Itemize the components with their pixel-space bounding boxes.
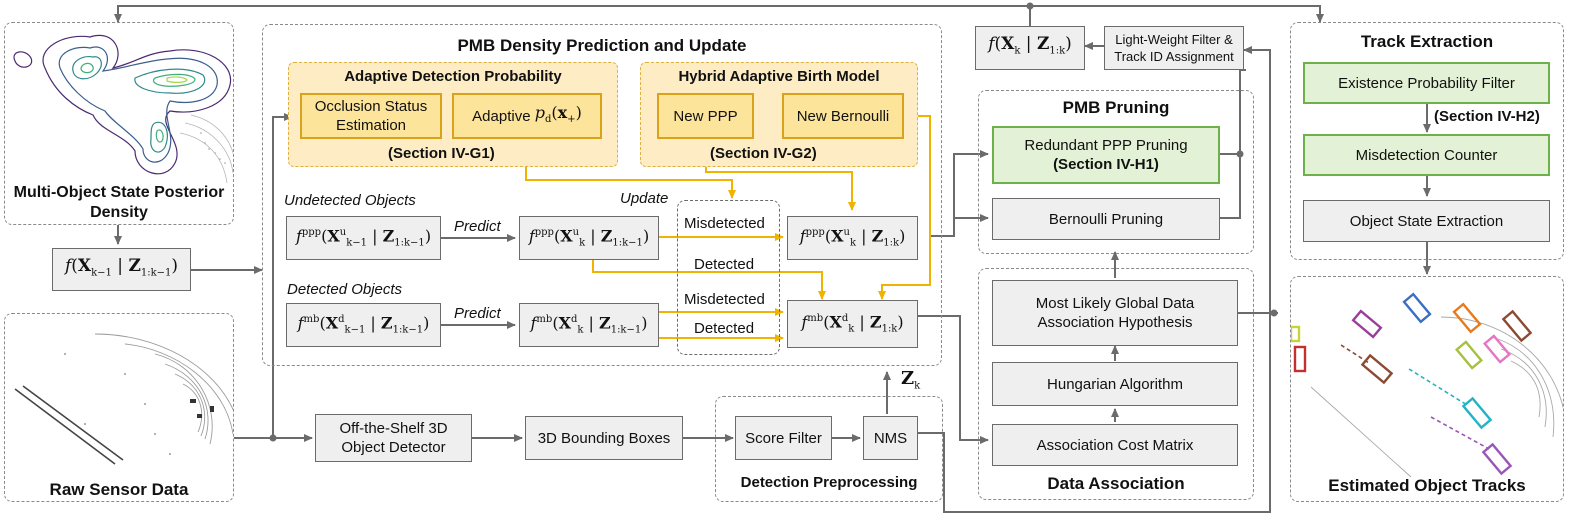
contour-plot-image xyxy=(13,34,233,184)
feedback-connector xyxy=(114,5,1030,23)
new-ppp-text: New PPP xyxy=(673,107,738,125)
redundant-ppp-box: Redundant PPP Pruning (Section IV-H1) xyxy=(992,126,1220,184)
existence-filter-text: Existence Probability Filter xyxy=(1338,74,1515,92)
nms-box: NMS xyxy=(863,416,918,460)
pmb-pruning-title: PMB Pruning xyxy=(1062,98,1170,117)
score-filter-box: Score Filter xyxy=(735,416,832,460)
data-association-title: Data Association xyxy=(1047,474,1185,493)
detected-label-2: Detected xyxy=(694,320,755,337)
misdetection-counter-text: Misdetection Counter xyxy=(1355,146,1498,164)
light-weight-filter-text: Light-Weight Filter & Track ID Assignmen… xyxy=(1114,32,1234,64)
score-filter-text: Score Filter xyxy=(745,429,822,447)
hungarian-text: Hungarian Algorithm xyxy=(1047,375,1183,393)
update-label: Update xyxy=(620,190,669,207)
object-state-extraction-text: Object State Extraction xyxy=(1349,212,1504,230)
state-density-caption: Multi-Object State Posterior Density xyxy=(13,184,225,221)
point-cloud-image xyxy=(14,333,233,465)
mb-prev-box: fmb(Xdk−1 | Z1:k−1) xyxy=(286,303,441,347)
cost-matrix-text: Association Cost Matrix xyxy=(1036,436,1194,454)
adaptive-detection-title: Adaptive Detection Probability xyxy=(344,68,562,85)
ppp-prev-box: fppp(Xuk−1 | Z1:k−1) xyxy=(286,216,441,260)
ppp-upd-formula: fppp(Xuk | Z1:k) xyxy=(799,226,906,249)
adaptive-pd-box: Adaptive pd(x+) xyxy=(452,93,602,139)
prior-density-box: f(Xk−1 | Z1:k−1) xyxy=(52,248,191,291)
bernoulli-pruning-box: Bernoulli Pruning xyxy=(992,198,1220,240)
object-state-extraction-box: Object State Extraction xyxy=(1303,200,1550,242)
posterior-box: f(Xk | Z1:k) xyxy=(975,26,1085,70)
update-region xyxy=(677,200,780,355)
raw-sensor-panel xyxy=(4,313,234,502)
state-density-panel xyxy=(4,22,234,225)
adaptive-pd-text: Adaptive xyxy=(472,107,531,125)
detected-objects-label: Detected Objects xyxy=(287,281,403,298)
predict-label-1: Predict xyxy=(454,218,501,235)
light-weight-filter-box: Light-Weight Filter & Track ID Assignmen… xyxy=(1104,26,1244,70)
new-bernoulli-text: New Bernoulli xyxy=(796,107,890,125)
ppp-pred-formula: fppp(Xuk | Z1:k−1) xyxy=(528,226,650,249)
raw-sensor-caption: Raw Sensor Data xyxy=(49,480,189,499)
ppp-pred-box: fppp(Xuk | Z1:k−1) xyxy=(519,216,659,260)
misdetected-label-2: Misdetected xyxy=(684,291,765,308)
pmb-density-panel xyxy=(262,24,942,366)
new-bernoulli-box: New Bernoulli xyxy=(782,93,904,139)
mb-pred-box: fmb(Xdk | Z1:k−1) xyxy=(519,303,659,347)
pmb-pruning-panel xyxy=(978,90,1254,254)
hybrid-birth-title: Hybrid Adaptive Birth Model xyxy=(678,68,880,85)
detected-label-1: Detected xyxy=(694,256,755,273)
measurement-label: Zk xyxy=(901,368,921,392)
occlusion-status-text: Occlusion Status Estimation xyxy=(314,98,428,134)
bounding-boxes-text: 3D Bounding Boxes xyxy=(537,429,671,447)
detector-box: Off-the-Shelf 3D Object Detector xyxy=(315,414,472,462)
bounding-boxes-box: 3D Bounding Boxes xyxy=(525,416,683,460)
redundant-ppp-text: Redundant PPP Pruning xyxy=(1024,137,1188,154)
misdetected-label-1: Misdetected xyxy=(684,215,765,232)
section-g2-label: (Section IV-G2) xyxy=(710,145,817,162)
pmb-density-title: PMB Density Prediction and Update xyxy=(457,36,747,55)
misdetection-counter-box: Misdetection Counter xyxy=(1303,134,1550,176)
posterior-formula: f(Xk | Z1:k) xyxy=(988,34,1072,57)
hungarian-box: Hungarian Algorithm xyxy=(992,362,1238,406)
to-track-extraction-connector xyxy=(1030,5,1324,23)
estimated-tracks-panel xyxy=(1290,276,1564,502)
ppp-upd-box: fppp(Xuk | Z1:k) xyxy=(787,216,918,260)
redundant-ppp-section: (Section IV-H1) xyxy=(1053,156,1159,173)
adaptive-pd-math: pd(x+) xyxy=(534,102,582,126)
detection-preprocessing-panel xyxy=(715,396,943,502)
track-extraction-panel xyxy=(1290,22,1564,260)
detection-preprocessing-title: Detection Preprocessing xyxy=(740,474,918,491)
cost-matrix-box: Association Cost Matrix xyxy=(992,424,1238,466)
estimated-tracks-caption: Estimated Object Tracks xyxy=(1328,476,1526,495)
most-likely-text: Most Likely Global Data Association Hypo… xyxy=(1035,295,1195,331)
mb-pred-formula: fmb(Xdk | Z1:k−1) xyxy=(530,313,648,336)
tracks-image xyxy=(1291,292,1563,478)
mb-prev-formula: fmb(Xdk−1 | Z1:k−1) xyxy=(297,313,430,336)
prior-density-formula: f(Xk−1 | Z1:k−1) xyxy=(64,255,179,279)
occlusion-status-box: Occlusion Status Estimation xyxy=(300,93,442,139)
detector-text: Off-the-Shelf 3D Object Detector xyxy=(339,420,448,456)
mb-upd-box: fmb(Xdk | Z1:k) xyxy=(787,300,918,348)
bernoulli-pruning-text: Bernoulli Pruning xyxy=(1048,210,1164,228)
predict-label-2: Predict xyxy=(454,305,501,322)
ppp-prev-formula: fppp(Xuk−1 | Z1:k−1) xyxy=(295,226,432,249)
nms-text: NMS xyxy=(873,429,908,447)
existence-filter-box: Existence Probability Filter xyxy=(1303,62,1550,104)
section-h2-label: (Section IV-H2) xyxy=(1434,108,1540,125)
undetected-objects-label: Undetected Objects xyxy=(284,192,416,209)
data-association-panel xyxy=(978,268,1254,500)
section-g1-label: (Section IV-G1) xyxy=(388,145,495,162)
mb-upd-formula: fmb(Xdk | Z1:k) xyxy=(801,312,904,335)
track-extraction-title: Track Extraction xyxy=(1360,32,1494,51)
most-likely-box: Most Likely Global Data Association Hypo… xyxy=(992,280,1238,346)
new-ppp-box: New PPP xyxy=(657,93,754,139)
